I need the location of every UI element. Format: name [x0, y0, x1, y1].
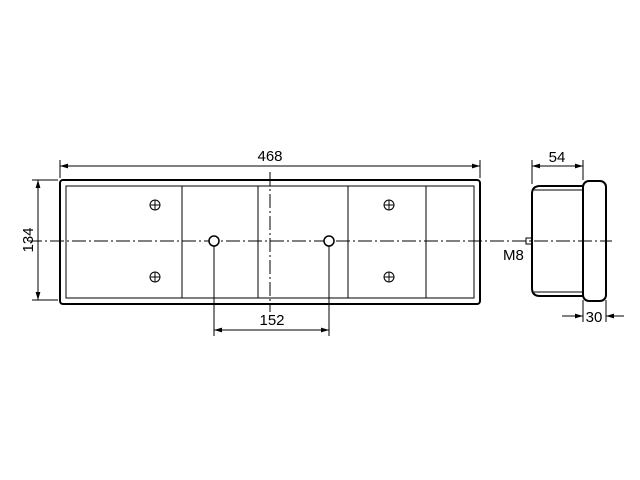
screw-icon — [149, 271, 161, 283]
housing-body-outline — [531, 185, 583, 297]
mounting-hole-icon — [323, 235, 335, 247]
lens-depth-dimension: 30 — [562, 300, 624, 326]
thread-label: M8 — [503, 247, 524, 264]
front-view — [28, 172, 612, 312]
screw-icon — [383, 271, 395, 283]
lens-outline — [582, 180, 607, 302]
depth-label: 54 — [549, 149, 566, 166]
overall-length-dimension: 468 — [59, 148, 481, 178]
bolt-stub-icon — [525, 237, 532, 245]
screw-icon — [149, 199, 161, 211]
depth-dimension: 54 — [531, 149, 584, 184]
side-view: M8 — [503, 180, 607, 302]
height-label: 134 — [20, 227, 37, 252]
mounting-hole-icon — [208, 235, 220, 247]
overall-length-label: 468 — [257, 148, 282, 165]
lens-depth-label: 30 — [586, 309, 603, 326]
mount-spacing-label: 152 — [259, 312, 284, 329]
height-dimension: 134 — [20, 179, 58, 301]
screw-icon — [383, 199, 395, 211]
mount-spacing-dimension: 152 — [213, 246, 330, 336]
